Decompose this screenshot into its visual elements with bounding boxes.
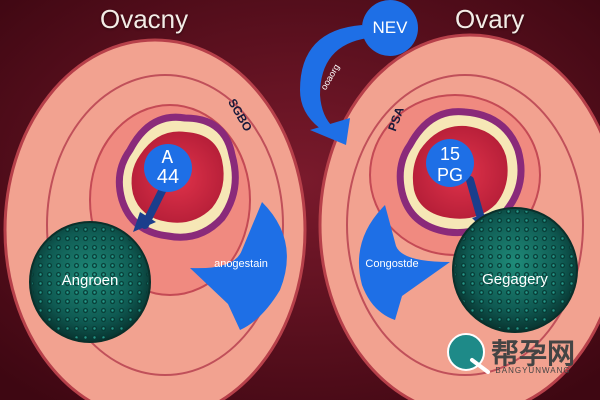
right-ovary bbox=[318, 33, 600, 400]
top-connector bbox=[300, 0, 418, 145]
right-badge-line2: PG bbox=[436, 165, 463, 185]
watermark-icon-tail bbox=[470, 358, 490, 374]
right-arrow-label: Congostde bbox=[365, 258, 419, 270]
left-arrow-label: anogestain bbox=[214, 258, 268, 270]
left-panel-title: Ovacny bbox=[100, 4, 189, 34]
top-badge bbox=[362, 0, 418, 56]
right-cell-label: Gegagery bbox=[482, 271, 548, 288]
left-cell-texture bbox=[32, 224, 148, 340]
right-panel-title: Ovary bbox=[455, 4, 525, 34]
right-number-badge bbox=[426, 139, 474, 187]
left-side-arrow bbox=[190, 202, 287, 330]
right-inner-arrow bbox=[466, 176, 486, 226]
left-number-badge bbox=[144, 144, 192, 192]
left-ovary bbox=[3, 38, 307, 400]
top-badge-label: NEV bbox=[372, 18, 408, 37]
right-cell-texture bbox=[455, 210, 575, 330]
watermark-text-cn: 帮孕网 bbox=[490, 338, 575, 369]
left-badge-line1: Ꭺ bbox=[161, 147, 175, 167]
right-badge-line1: 15 bbox=[439, 144, 461, 164]
right-side-arrow bbox=[358, 205, 450, 320]
left-inner-arrow-head bbox=[133, 212, 156, 232]
watermark-logo bbox=[447, 333, 490, 374]
top-curved-arrow bbox=[300, 25, 368, 135]
top-curved-arrow-head bbox=[310, 118, 350, 145]
left-badge-line2: 44 bbox=[156, 166, 180, 188]
left-cell-label: Angroen bbox=[61, 272, 119, 289]
left-ovary-mid bbox=[46, 74, 284, 376]
watermark-text-en: BANGYUNWANG bbox=[495, 366, 571, 375]
right-ovary-mid bbox=[346, 74, 584, 376]
